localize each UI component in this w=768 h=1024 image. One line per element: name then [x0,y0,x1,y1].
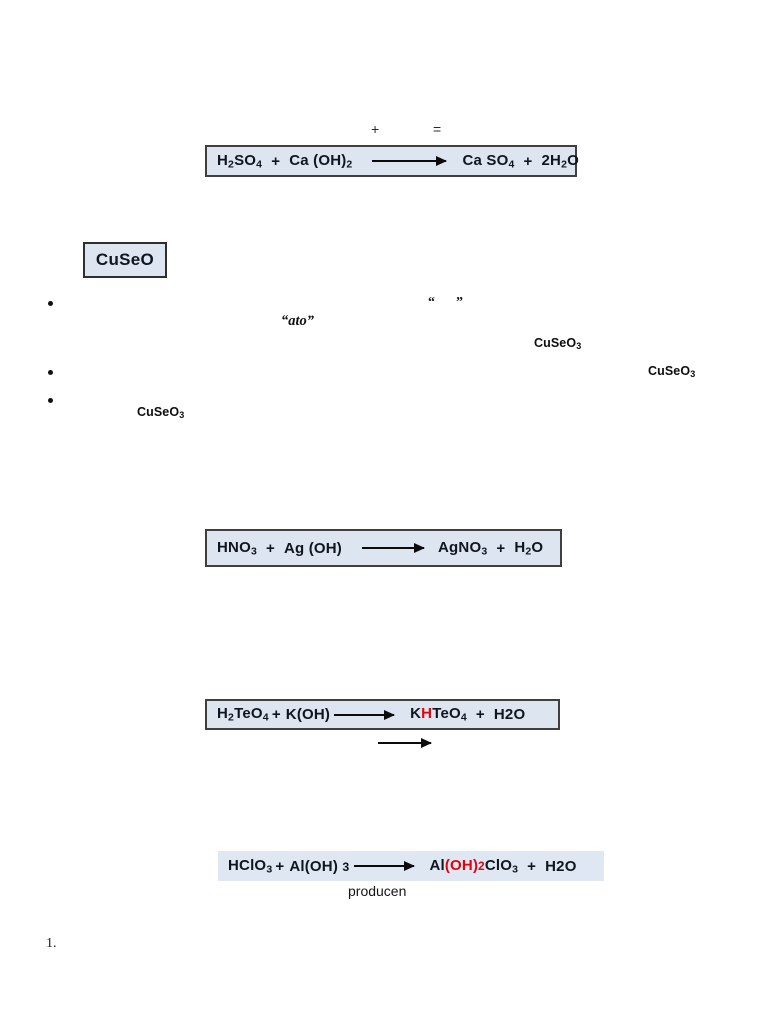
eq3-plus-2: + [475,706,485,723]
eq1-plus-1: + [271,152,281,170]
eq4-plus-1: + [275,857,285,875]
ato-fragment: “ato” [281,313,315,329]
eq4-product-1: Al(OH)2ClO3 [429,856,519,876]
quote-marks-fragment: “ ” [428,295,463,310]
eq1-plus-2: + [523,152,533,170]
eq3-reactant-1: H2TeO4 [217,705,269,724]
equation-1-content: H2SO4 + Ca (OH)2 Ca SO4 + 2H2O [207,152,579,171]
formula-cuseo3-2: CuSeO3 [648,364,696,379]
eq1-product-1: Ca SO4 [462,151,515,171]
reaction-arrow-icon [372,156,448,166]
eq4-product-2: H2O [545,857,577,875]
equation-4-content: HClO3 + Al(OH) 3 Al(OH)2ClO3 + H2O [218,857,577,876]
formula-cuseo3-1: CuSeO3 [534,336,582,351]
eq3-highlight-h: H [421,705,433,723]
eq2-product-2: H2O [514,538,544,558]
eq3-reactant-2: K(OH) [285,706,331,723]
equation-3-content: H2TeO4 + K(OH) KHTeO4 + H2O [207,705,525,724]
eq1-reactant-1: H2SO4 [217,151,263,171]
equation-box-3: H2TeO4 + K(OH) KHTeO4 + H2O [205,699,560,730]
bullet-marker-3 [48,398,53,403]
formula-label-box: CuSeO [83,242,167,278]
eq2-plus-1: + [265,539,275,557]
eq4-highlight-oh2: (OH)2 [444,856,485,874]
eq2-reactant-1: HNO3 [217,538,257,558]
eq2-reactant-2: Ag (OH) [283,539,343,557]
reaction-arrow-icon [354,861,416,871]
equation-2-content: HNO3 + Ag (OH) AgNO3 + H2O [207,539,543,558]
equation-box-1: H2SO4 + Ca (OH)2 Ca SO4 + 2H2O [205,145,579,177]
eq3-plus-1: + [271,706,281,723]
equation-box-4: HClO3 + Al(OH) 3 Al(OH)2ClO3 + H2O [218,851,604,881]
eq2-product-1: AgNO3 [438,538,488,558]
operator-equals-top: = [433,121,442,137]
bullet-marker-2 [48,370,53,375]
eq1-product-2: 2H2O [541,151,579,171]
eq3-product-2: H2O [493,706,526,723]
eq4-reactant-1: HClO3 [228,856,273,876]
reaction-arrow-icon [334,709,396,720]
footer-list-number: 1. [46,936,57,951]
eq4-plus-2: + [527,857,537,875]
eq4-reactant-2: Al(OH) 3 [289,857,350,875]
eq2-plus-2: + [496,539,506,557]
bullet-marker-1 [48,301,53,306]
operator-plus-top: + [371,121,380,137]
equation-box-2: HNO3 + Ag (OH) AgNO3 + H2O [205,529,562,567]
reaction-arrow-icon [362,543,426,553]
formula-cuseo3-3: CuSeO3 [137,405,185,420]
eq1-reactant-2: Ca (OH)2 [289,151,353,171]
formula-label-text: CuSeO [95,250,155,269]
producen-caption: producen [348,883,407,899]
standalone-arrow-icon [378,738,432,748]
eq3-product-1: KHTeO4 [410,705,467,724]
